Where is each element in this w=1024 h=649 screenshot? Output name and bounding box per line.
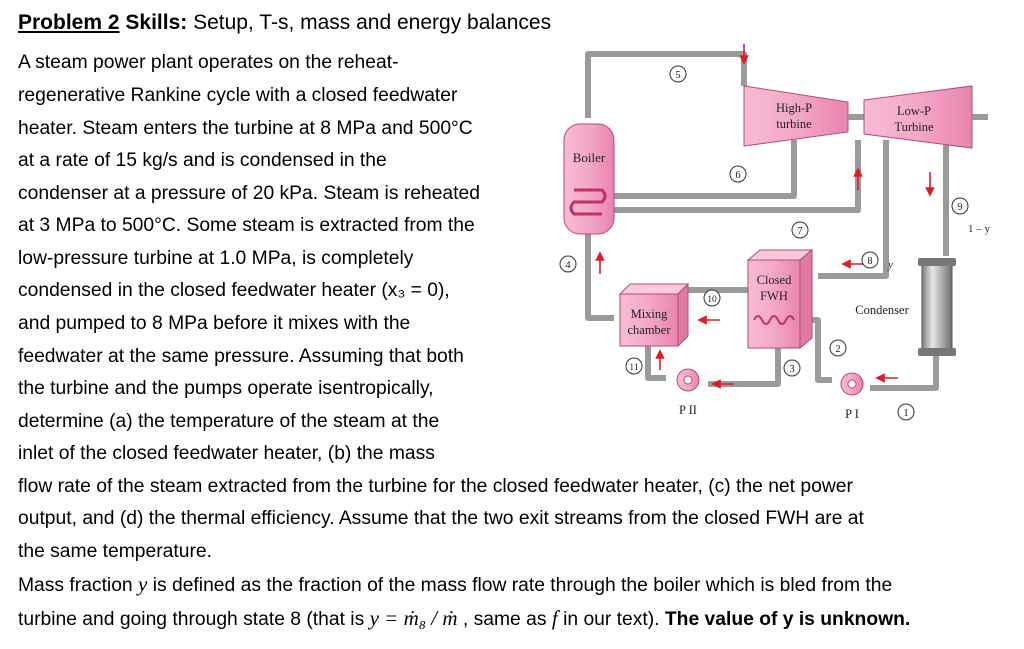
paragraph-line: inlet of the closed feedwater heater, (b… [18,443,435,464]
paragraph-line: condenser at a pressure of 20 kPa. Steam… [18,183,480,204]
paragraph-line: output, and (d) the thermal efficiency. … [18,508,864,529]
svg-text:6: 6 [735,170,740,181]
mass-fraction-line-1: Mass fraction y is defined as the fracti… [18,572,893,596]
svg-text:7: 7 [797,226,802,237]
state-3: 3 [783,359,801,377]
pipe-network [574,51,949,391]
f-variable: f [551,606,558,630]
svg-text:2: 2 [835,344,840,355]
pipe-mixer-to-boiler [585,228,614,321]
pipe-boiler-to-hp [585,51,747,118]
pipe-hp-to-boiler-reheat [574,140,797,199]
paragraph-line: and pumped to 8 MPa before it mixes with… [18,313,411,334]
fwh-coil [753,315,795,325]
hp-turbine-label-1: High-P [776,101,812,115]
paragraph-line: heater. Steam enters the turbine at 8 MP… [18,118,473,139]
problem-heading: Problem 2 Skills: Setup, T-s, mass and e… [18,8,551,38]
state-10: 10 [703,289,721,307]
paragraph-line: flow rate of the steam extracted from th… [18,476,853,497]
reheat-coil [569,188,607,216]
flow-arrows [595,44,935,389]
paragraph-line: the same temperature. [18,541,212,562]
paragraph-line: regenerative Rankine cycle with a closed… [18,85,458,106]
state-markers: 5 6 7 8 9 4 10 2 3 11 1 [559,65,969,421]
paragraph-line: at a rate of 15 kg/s and is condensed in… [18,150,387,171]
boiler: Boiler [563,123,615,235]
svg-text:11: 11 [629,363,638,373]
y-flow-label: y [887,259,893,271]
svg-text:3: 3 [789,364,794,375]
problem-number: Problem 2 [18,11,120,34]
lp-turbine-label-1: Low-P [897,104,931,118]
state-5: 5 [669,65,687,83]
paragraph-line: the turbine and the pumps operate isentr… [18,378,434,399]
paragraph-line: feedwater at the same pressure. Assuming… [18,346,464,367]
cycle-schematic: Boiler High-P turbine Low-P Turbine Clos… [559,44,991,421]
mixing-chamber: Mixing chamber [618,282,690,348]
one-minus-y-label: 1 – y [968,223,991,235]
state-6: 6 [729,165,747,183]
pipe-bleed-to-fwh [818,140,889,279]
state-9: 9 [951,197,969,215]
svg-text:1: 1 [903,408,908,419]
svg-text:8: 8 [867,256,872,267]
pump-1: P I [840,372,864,421]
hp-turbine-label-2: turbine [776,117,812,131]
svg-text:9: 9 [957,202,962,213]
lp-turbine: Low-P Turbine [863,85,973,149]
state-2: 2 [829,339,847,357]
condenser-label: Condenser [855,303,909,317]
state-1: 1 [897,403,915,421]
fwh-label-1: Closed [757,273,792,287]
paragraph-line: at 3 MPa to 500°C. Some steam is extract… [18,215,475,236]
condenser: Condenser [855,258,956,356]
pipe-p2-to-mixer [645,346,666,381]
y-variable: y [138,572,148,596]
svg-text:4: 4 [565,260,571,271]
turbine-shaft [848,114,864,120]
svg-text:5: 5 [675,70,680,81]
pipe-fwh-drain-to-p2 [708,346,781,387]
y-unknown-note: The value of y is unknown. [664,609,911,630]
paragraph-line: low-pressure turbine at 1.0 MPa, is comp… [18,248,414,269]
paragraph-line: determine (a) the temperature of the ste… [18,411,440,432]
closed-fwh: Closed FWH [746,248,814,350]
mixer-label-1: Mixing [631,307,669,321]
paragraph-line: A steam power plant operates on the rehe… [18,52,399,73]
state-7: 7 [791,221,809,239]
pipe-condenser-to-p1 [870,350,939,391]
state-11: 11 [625,357,643,375]
output-shaft [972,114,988,120]
pump-1-label: P I [845,407,859,421]
skills-label: Skills: [125,11,188,34]
pump-2-label: P II [679,403,697,417]
state-8: 8 [861,251,879,269]
svg-text:10: 10 [707,295,717,305]
boiler-label: Boiler [573,150,606,165]
mixer-label-2: chamber [627,323,671,337]
fwh-label-2: FWH [760,289,788,303]
lp-turbine-label-2: Turbine [894,120,934,134]
pipe-reheat-to-lp [584,140,861,213]
pump-2: P II [676,368,700,417]
state-4: 4 [559,255,577,273]
y-formula: y = ṁ₈ / ṁ [369,606,458,630]
skills-text: Setup, T-s, mass and energy balances [193,11,552,34]
hp-turbine: High-P turbine [743,85,849,147]
mass-fraction-line-2: turbine and going through state 8 (that … [18,606,911,630]
paragraph-line: condensed in the closed feedwater heater… [18,280,450,301]
